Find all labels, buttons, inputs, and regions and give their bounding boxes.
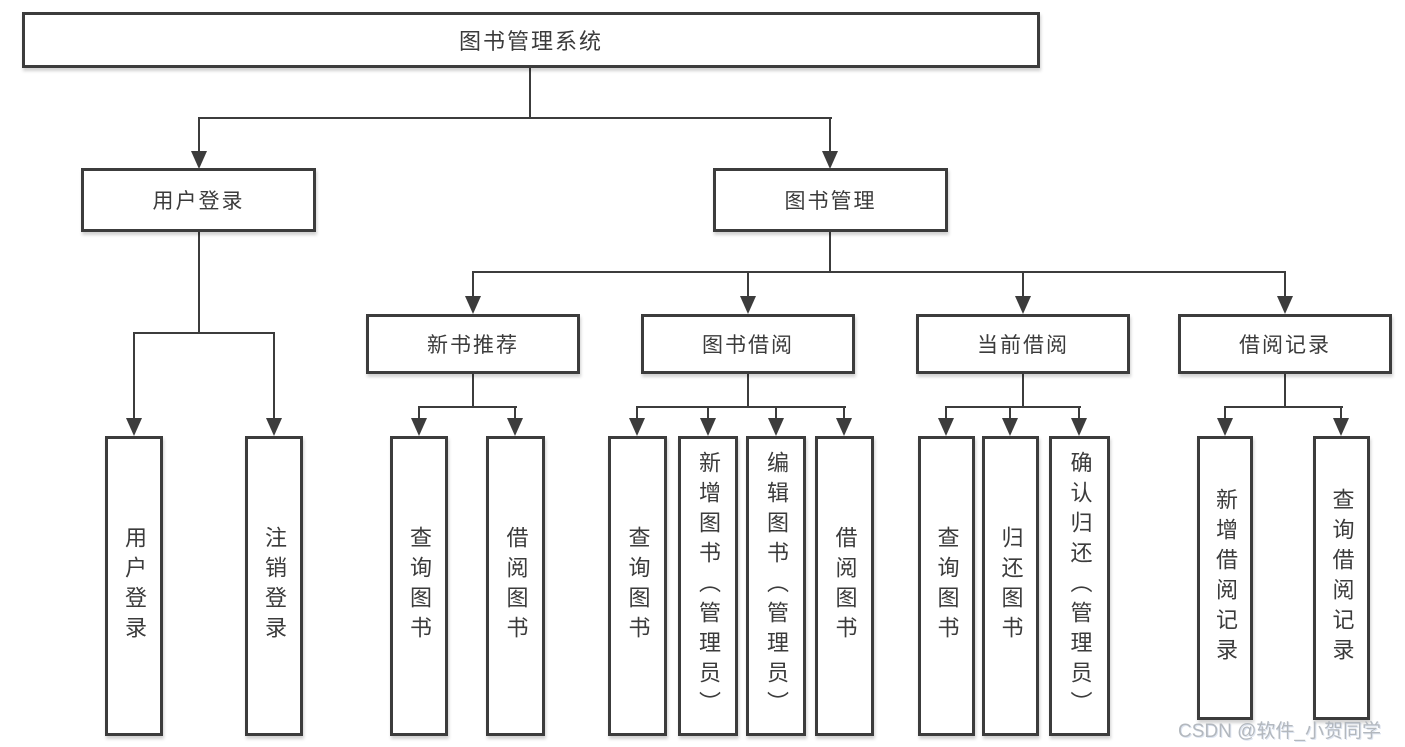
node-book-borrowing: 图书借阅: [641, 314, 855, 374]
leaf-confirm-return-admin-label: 确认归还（管理员）: [1067, 451, 1093, 721]
leaf-add-books-admin-label: 新增图书（管理员）: [696, 451, 721, 721]
arrowhead-down-icon: [700, 418, 716, 436]
leaf-edit-books-admin: 编辑图书（管理员）: [746, 436, 806, 736]
node-new-book-recommendation: 新书推荐: [366, 314, 580, 374]
leaf-query-books-current-label: 查询图书: [934, 526, 960, 646]
connector-stub-leaf: [418, 406, 420, 420]
connector-level3-bus: [472, 271, 1286, 273]
arrowhead-down-icon: [1217, 418, 1233, 436]
arrowhead-down-icon: [126, 418, 142, 436]
connector-borrow-bus: [636, 406, 846, 408]
connector-stub-leaf: [133, 332, 135, 420]
connector-stub-level3: [1022, 271, 1024, 299]
leaf-query-books-borrow-label: 查询图书: [625, 526, 651, 646]
leaf-query-books-current: 查询图书: [918, 436, 975, 736]
node-root-label: 图书管理系统: [458, 29, 603, 54]
node-borrowing-records-label: 借阅记录: [1239, 334, 1331, 357]
connector-current-drop: [1022, 374, 1024, 408]
leaf-return-books: 归还图书: [982, 436, 1039, 736]
arrowhead-down-icon: [740, 296, 756, 314]
connector-stub-books: [829, 117, 831, 154]
connector-stub-leaf: [843, 406, 845, 420]
connector-stub-level3: [472, 271, 474, 299]
arrowhead-down-icon: [465, 296, 481, 314]
connector-user-bus: [133, 332, 275, 334]
node-user-login: 用户登录: [81, 168, 316, 232]
leaf-query-books-recommend-label: 查询图书: [407, 526, 432, 646]
leaf-query-borrow-record-label: 查询借阅记录: [1329, 488, 1355, 668]
connector-stub-leaf: [945, 406, 947, 420]
leaf-logout: 注销登录: [245, 436, 303, 736]
arrowhead-down-icon: [1277, 296, 1293, 314]
arrowhead-down-icon: [629, 418, 645, 436]
node-borrowing-records: 借阅记录: [1178, 314, 1392, 374]
connector-stub-leaf: [1078, 406, 1080, 420]
connector-stub-leaf: [707, 406, 709, 420]
leaf-add-borrow-record: 新增借阅记录: [1197, 436, 1253, 720]
node-current-borrowing-label: 当前借阅: [977, 334, 1069, 357]
arrowhead-down-icon: [768, 418, 784, 436]
connector-stub-leaf: [775, 406, 777, 420]
connector-books-drop: [829, 232, 831, 273]
csdn-watermark: CSDN @软件_小贺同学: [1178, 721, 1381, 742]
connector-stub-level3: [747, 271, 749, 299]
leaf-user-login-label: 用户登录: [122, 526, 147, 646]
leaf-add-borrow-record-label: 新增借阅记录: [1213, 488, 1238, 668]
connector-stub-user: [198, 117, 200, 154]
leaf-query-borrow-record: 查询借阅记录: [1313, 436, 1370, 720]
arrowhead-down-icon: [507, 418, 523, 436]
connector-stub-leaf: [1224, 406, 1226, 420]
node-book-borrowing-label: 图书借阅: [702, 334, 794, 357]
connector-stub-level3: [1284, 271, 1286, 299]
arrowhead-down-icon: [1071, 418, 1087, 436]
connector-stub-leaf: [636, 406, 638, 420]
connector-records-drop: [1284, 374, 1286, 408]
connector-current-bus: [945, 406, 1081, 408]
leaf-query-books-recommend: 查询图书: [390, 436, 448, 736]
connector-stub-leaf: [1009, 406, 1011, 420]
leaf-confirm-return-admin: 确认归还（管理员）: [1049, 436, 1110, 736]
leaf-return-books-label: 归还图书: [998, 526, 1024, 646]
leaf-logout-label: 注销登录: [262, 526, 287, 646]
arrowhead-down-icon: [822, 151, 838, 169]
connector-borrow-drop: [747, 374, 749, 408]
connector-records-bus: [1224, 406, 1343, 408]
leaf-user-login: 用户登录: [105, 436, 163, 736]
arrowhead-down-icon: [191, 151, 207, 169]
node-book-management: 图书管理: [713, 168, 948, 232]
arrowhead-down-icon: [836, 418, 852, 436]
node-book-management-label: 图书管理: [784, 190, 877, 213]
node-root: 图书管理系统: [22, 12, 1040, 68]
connector-user-drop: [198, 232, 200, 333]
connector-recommend-drop: [472, 374, 474, 408]
connector-level2-bus: [198, 117, 832, 119]
arrowhead-down-icon: [1002, 418, 1018, 436]
node-current-borrowing: 当前借阅: [916, 314, 1130, 374]
leaf-query-books-borrow: 查询图书: [608, 436, 667, 736]
node-new-book-recommendation-label: 新书推荐: [427, 334, 519, 357]
connector-recommend-bus: [418, 406, 517, 408]
leaf-borrow-books-recommend: 借阅图书: [486, 436, 545, 736]
node-user-login-label: 用户登录: [152, 190, 245, 213]
connector-root-drop: [529, 68, 531, 119]
arrowhead-down-icon: [938, 418, 954, 436]
arrowhead-down-icon: [1333, 418, 1349, 436]
leaf-edit-books-admin-label: 编辑图书（管理员）: [764, 451, 789, 721]
arrowhead-down-icon: [1015, 296, 1031, 314]
arrowhead-down-icon: [411, 418, 427, 436]
leaf-add-books-admin: 新增图书（管理员）: [678, 436, 738, 736]
connector-stub-leaf: [273, 332, 275, 420]
connector-stub-leaf: [514, 406, 516, 420]
connector-stub-leaf: [1340, 406, 1342, 420]
leaf-borrow-books-label: 借阅图书: [832, 526, 858, 646]
arrowhead-down-icon: [266, 418, 282, 436]
leaf-borrow-books-recommend-label: 借阅图书: [503, 526, 529, 646]
leaf-borrow-books: 借阅图书: [815, 436, 874, 736]
